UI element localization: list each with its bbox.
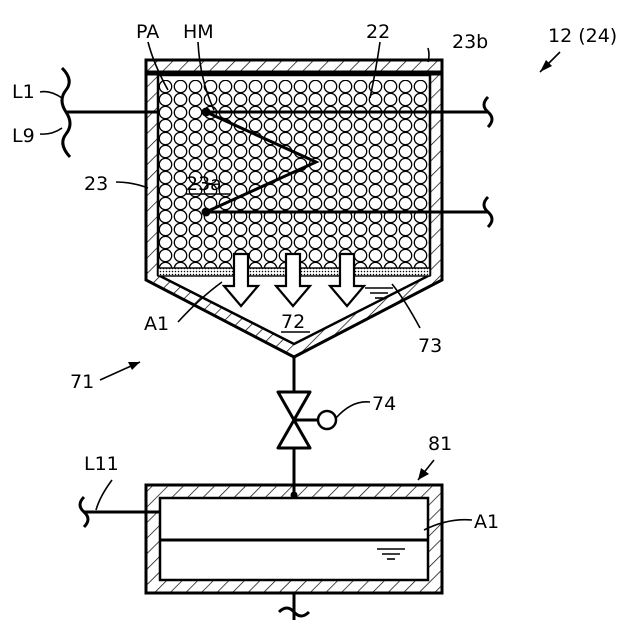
label-a1-upper: A1 <box>144 313 169 335</box>
label-23: 23 <box>84 173 108 195</box>
flow-arrows <box>224 254 364 306</box>
label-81: 81 <box>428 433 452 455</box>
label-l9: L9 <box>12 125 35 147</box>
label-72: 72 <box>281 311 305 333</box>
inlet-lines-l1-l9 <box>62 68 158 157</box>
label-71: 71 <box>70 371 94 393</box>
lid-23b <box>146 60 442 74</box>
valve-74 <box>278 392 336 448</box>
label-73: 73 <box>418 335 442 357</box>
tank-outlet <box>279 593 309 620</box>
label-22: 22 <box>366 21 390 43</box>
label-a1-lower: A1 <box>474 511 499 533</box>
label-l1: L1 <box>12 81 35 103</box>
label-pa: PA <box>136 21 159 43</box>
label-74: 74 <box>372 393 396 415</box>
valve-actuator-icon <box>318 411 336 429</box>
label-23a: 23a <box>186 173 222 195</box>
label-ref-main: 12 (24) <box>548 25 617 47</box>
tank-81 <box>146 485 442 593</box>
label-23b: 23b <box>452 31 488 53</box>
label-hm: HM <box>183 21 214 43</box>
label-l11: L11 <box>84 453 119 475</box>
